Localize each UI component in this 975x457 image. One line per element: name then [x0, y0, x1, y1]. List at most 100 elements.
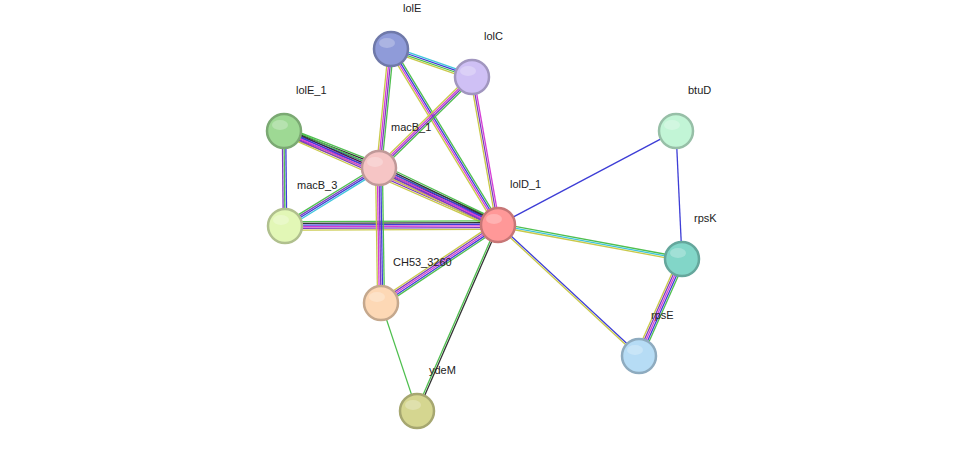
evidence-line: [395, 175, 483, 217]
evidence-line: [396, 172, 484, 214]
interaction-edge: [298, 134, 484, 222]
evidence-line: [407, 55, 456, 72]
evidence-line: [407, 54, 456, 71]
node-circle: [399, 393, 435, 429]
node-circle: [454, 59, 490, 95]
evidence-line: [477, 93, 497, 208]
evidence-line: [646, 275, 675, 341]
node-circle: [658, 113, 694, 149]
node-highlight: [664, 120, 680, 130]
interaction-edge: [406, 52, 457, 74]
evidence-line: [379, 185, 380, 286]
evidence-line: [392, 89, 461, 156]
interaction-edge: [389, 87, 461, 158]
interaction-edge: [378, 66, 392, 152]
evidence-line: [643, 273, 672, 339]
evidence-line: [393, 178, 481, 220]
protein-node: rpsK: [664, 241, 700, 277]
node-circle: [373, 31, 409, 67]
protein-node: macB_1: [361, 150, 397, 186]
evidence-line: [475, 94, 495, 209]
evidence-line: [302, 227, 481, 229]
evidence-line: [302, 220, 481, 222]
evidence-line: [391, 88, 460, 155]
evidence-line: [302, 224, 481, 226]
evidence-line: [647, 275, 676, 341]
protein-node: CH53_3260: [363, 285, 399, 321]
node-fill: [622, 339, 656, 373]
evidence-line: [649, 276, 678, 342]
evidence-line: [389, 87, 458, 154]
evidence-line: [302, 229, 481, 231]
node-highlight: [379, 38, 395, 48]
evidence-line: [285, 148, 287, 209]
evidence-line: [298, 142, 481, 222]
protein-label: lolD_1: [510, 178, 541, 191]
interaction-edge: [473, 93, 496, 208]
interaction-edge: [643, 273, 678, 342]
evidence-line: [644, 274, 673, 340]
evidence-line: [282, 148, 284, 209]
node-circle: [267, 208, 303, 244]
node-fill: [362, 151, 396, 185]
node-highlight: [273, 215, 289, 225]
evidence-line: [394, 176, 482, 218]
protein-label: lolC: [484, 30, 503, 43]
evidence-line: [406, 57, 455, 74]
evidence-line: [284, 148, 286, 209]
evidence-line: [302, 225, 481, 227]
evidence-line: [395, 173, 483, 215]
node-circle: [363, 285, 399, 321]
protein-label: rpsE: [651, 309, 674, 322]
evidence-line: [383, 185, 384, 286]
evidence-line: [393, 232, 482, 291]
interaction-edge: [376, 185, 384, 286]
protein-node: btuD: [658, 113, 694, 149]
node-highlight: [369, 292, 385, 302]
evidence-line: [302, 222, 481, 224]
evidence-line: [386, 319, 411, 395]
protein-label: rpsK: [694, 212, 717, 225]
protein-node: macB_3: [267, 208, 303, 244]
evidence-line: [392, 179, 480, 221]
protein-label: macB_3: [297, 179, 337, 192]
node-fill: [374, 32, 408, 66]
node-fill: [400, 394, 434, 428]
evidence-line: [515, 228, 666, 256]
evidence-line: [677, 148, 681, 242]
protein-node: lolE_1: [266, 113, 302, 149]
interaction-edge: [514, 226, 665, 257]
interaction-edge: [510, 236, 627, 345]
evidence-line: [510, 237, 626, 345]
protein-node: lolC: [454, 59, 490, 95]
protein-node: ydeM: [399, 393, 435, 429]
node-highlight: [670, 248, 686, 258]
protein-label: lolE: [403, 2, 421, 15]
node-highlight: [460, 66, 476, 76]
interaction-edge: [302, 221, 481, 230]
node-highlight: [405, 400, 421, 410]
evidence-line: [473, 94, 493, 209]
node-circle: [266, 113, 302, 149]
node-fill: [268, 209, 302, 243]
protein-label: CH53_3260: [393, 256, 452, 269]
evidence-line: [381, 185, 382, 286]
node-fill: [455, 60, 489, 94]
node-highlight: [272, 120, 288, 130]
protein-label: ydeM: [429, 364, 456, 377]
protein-label: btuD: [688, 84, 711, 97]
evidence-line: [515, 226, 666, 254]
node-highlight: [367, 157, 383, 167]
node-fill: [267, 114, 301, 148]
interaction-edge: [282, 148, 286, 209]
node-highlight: [486, 214, 502, 224]
interaction-edge: [386, 319, 411, 395]
node-circle: [480, 207, 516, 243]
protein-node: rpsE: [621, 338, 657, 374]
node-fill: [481, 208, 515, 242]
node-highlight: [627, 345, 643, 355]
protein-label: lolE_1: [296, 84, 327, 97]
node-circle: [621, 338, 657, 374]
node-fill: [665, 242, 699, 276]
